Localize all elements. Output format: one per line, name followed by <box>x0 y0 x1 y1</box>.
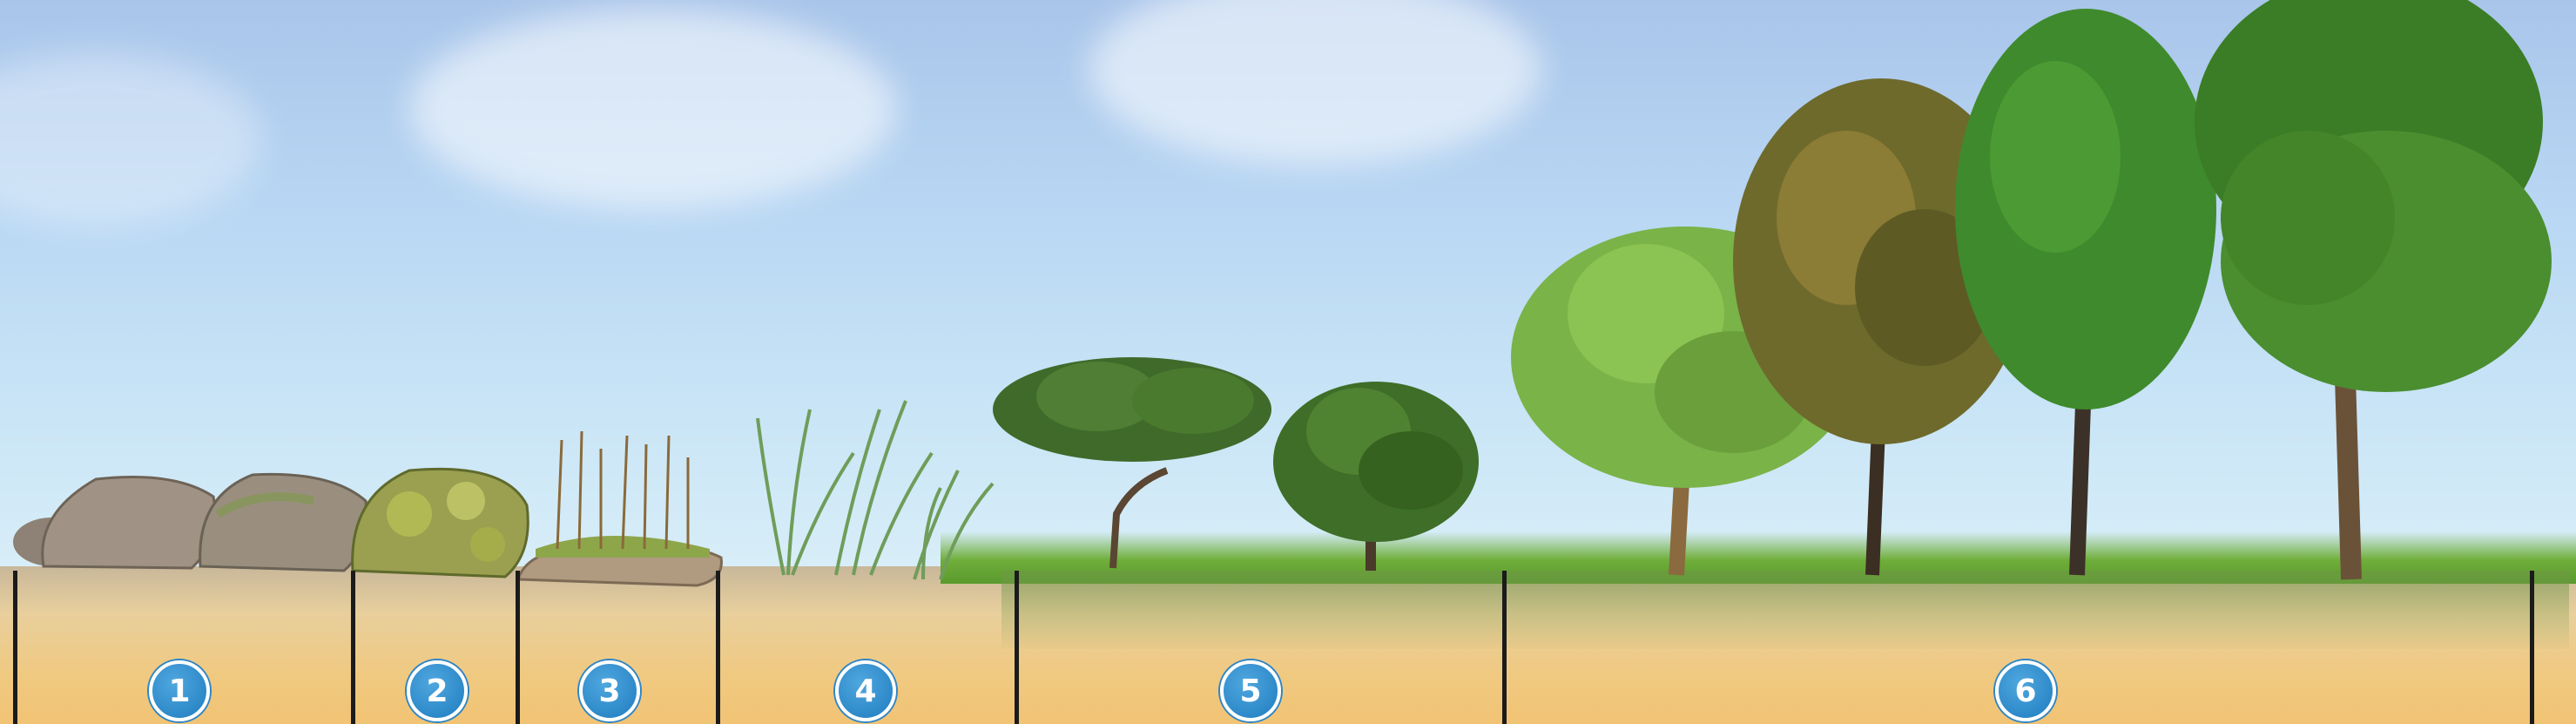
zone-divider <box>1015 571 1019 724</box>
cloud <box>0 52 261 227</box>
zone-divider <box>1502 571 1507 724</box>
shrub-small-tree <box>993 357 1271 569</box>
zone-3-badge: 3 <box>579 660 640 721</box>
zone-divider <box>13 571 17 724</box>
zone-2-badge: 2 <box>407 660 468 721</box>
zone-4-number: 4 <box>854 673 877 709</box>
zone-5-number: 5 <box>1239 673 1262 709</box>
zone-6-badge: 6 <box>1995 660 2056 721</box>
zone-2-number: 2 <box>426 673 448 709</box>
zone-1-badge: 1 <box>149 660 210 721</box>
cloud <box>409 9 897 209</box>
zone-4-badge: 4 <box>835 660 896 721</box>
zone-divider <box>2530 571 2534 724</box>
grass-shadow <box>1001 571 2569 649</box>
zone-1-number: 1 <box>168 673 191 709</box>
zone-divider <box>351 571 355 724</box>
zone-5-badge: 5 <box>1220 660 1281 721</box>
zone-6-number: 6 <box>2014 673 2037 709</box>
lichen-covered-rock <box>351 467 529 579</box>
grasses <box>756 400 995 580</box>
tree-mature <box>2195 0 2552 580</box>
zone-3-number: 3 <box>598 673 621 709</box>
moss-stalks <box>556 430 690 550</box>
bare-rocks <box>13 472 368 572</box>
cloud <box>1089 0 1541 166</box>
zone-divider <box>516 571 520 724</box>
moss-on-rock <box>516 536 723 587</box>
tree-tall <box>1955 9 2216 576</box>
tree-autumn <box>1733 78 2029 576</box>
shrub-rounded <box>1273 382 1479 571</box>
zone-divider <box>716 571 720 724</box>
